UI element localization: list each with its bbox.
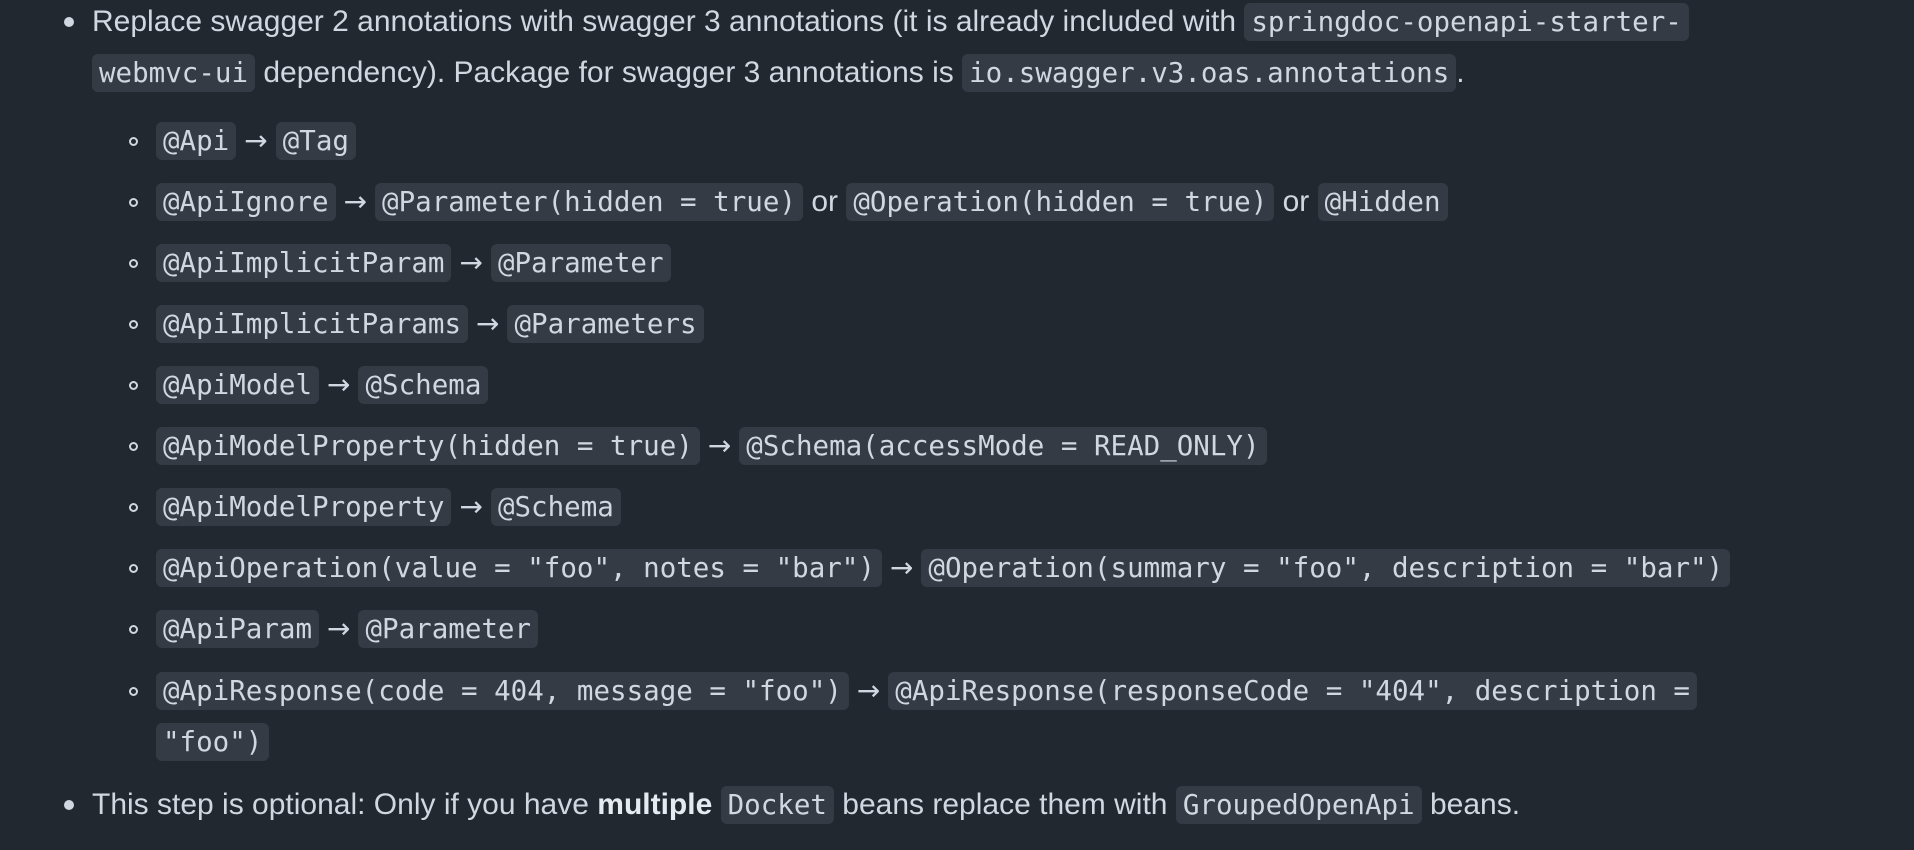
mapping-line: @ApiModelProperty(hidden = true)→@Schema… <box>156 424 1267 468</box>
from-annotation: @ApiResponse(code = 404, message = "foo"… <box>156 672 849 710</box>
arrow-icon: → <box>244 124 268 157</box>
text: dependency). Package for swagger 3 annot… <box>255 56 963 89</box>
arrow-icon: → <box>343 185 368 218</box>
sub-bullet-dot <box>129 198 138 207</box>
inline-code: webmvc-ui <box>92 54 256 92</box>
text <box>712 788 720 821</box>
sub-bullet-dot <box>129 503 138 512</box>
or-text: or <box>811 185 838 218</box>
paragraph-line: webmvc-ui dependency). Package for swagg… <box>92 51 1465 95</box>
sub-bullet-dot <box>129 625 138 634</box>
sub-bullet-dot <box>129 381 138 390</box>
to-annotation: @Parameter <box>358 610 539 648</box>
paragraph-line: This step is optional: Only if you have … <box>92 783 1520 827</box>
mapping-line: @ApiModel→@Schema <box>156 363 489 407</box>
mapping-line: @ApiModelProperty→@Schema <box>156 485 621 529</box>
to-annotation: @ApiResponse(responseCode = "404", descr… <box>888 672 1697 710</box>
sub-bullet-dot <box>129 320 138 329</box>
to-annotation: @Operation(summary = "foo", description … <box>921 549 1731 587</box>
sub-bullet-dot <box>129 564 138 573</box>
from-annotation: @ApiOperation(value = "foo", notes = "ba… <box>156 549 882 587</box>
text: Replace swagger 2 annotations with swagg… <box>92 5 1245 38</box>
arrow-icon: → <box>327 612 351 645</box>
inline-code: Docket <box>720 786 834 824</box>
to-annotation: @Schema <box>490 488 621 526</box>
sub-bullet-dot <box>129 687 138 696</box>
alt-annotation: @Hidden <box>1317 183 1448 221</box>
arrow-icon: → <box>889 551 914 584</box>
inline-code: springdoc-openapi-starter- <box>1244 3 1689 41</box>
inline-code: io.swagger.v3.oas.annotations <box>962 54 1457 92</box>
from-annotation: @ApiIgnore <box>156 183 336 221</box>
inline-code: GroupedOpenApi <box>1175 786 1422 824</box>
from-annotation: @ApiParam <box>156 610 320 648</box>
mapping-line: @Api→@Tag <box>156 119 356 163</box>
bold-text: multiple <box>597 788 713 821</box>
to-annotation: @Parameter <box>490 244 671 282</box>
arrow-icon: → <box>476 307 500 340</box>
to-annotation: @Parameters <box>507 305 704 343</box>
to-annotation: @Tag <box>275 122 356 160</box>
from-annotation: @ApiModelProperty(hidden = true) <box>156 427 700 465</box>
mapping-line: @ApiIgnore→@Parameter(hidden = true) or … <box>156 180 1448 224</box>
to-annotation: @Schema <box>358 366 489 404</box>
sub-bullet-dot <box>129 442 138 451</box>
mapping-line: @ApiParam→@Parameter <box>156 607 539 651</box>
text: beans replace them with <box>833 788 1176 821</box>
mapping-line: @ApiImplicitParam→@Parameter <box>156 241 671 285</box>
arrow-icon: → <box>459 490 483 523</box>
bullet-dot <box>64 800 74 810</box>
or-text: or <box>1282 185 1310 218</box>
from-annotation: @ApiImplicitParams <box>156 305 469 343</box>
sub-bullet-dot <box>129 259 138 268</box>
from-annotation: @ApiModel <box>156 366 320 404</box>
to-annotation: @Schema(accessMode = READ_ONLY) <box>739 427 1267 465</box>
bullet-dot <box>64 17 74 27</box>
from-annotation: @ApiImplicitParam <box>156 244 452 282</box>
from-annotation: @ApiModelProperty <box>156 488 452 526</box>
arrow-icon: → <box>707 429 732 462</box>
mapping-line: @ApiImplicitParams→@Parameters <box>156 302 704 346</box>
text: . <box>1456 56 1465 89</box>
text: beans. <box>1421 788 1521 821</box>
sub-bullet-dot <box>129 137 138 146</box>
mapping-line: @ApiResponse(code = 404, message = "foo"… <box>156 669 1697 713</box>
from-annotation: @Api <box>156 122 237 160</box>
arrow-icon: → <box>459 246 483 279</box>
arrow-icon: → <box>856 674 881 707</box>
text: This step is optional: Only if you have <box>92 788 598 821</box>
to-annotation: @Parameter(hidden = true) <box>375 183 803 221</box>
to-annotation-continued: "foo") <box>156 723 270 761</box>
arrow-icon: → <box>327 368 351 401</box>
mapping-line-continued: "foo") <box>156 720 270 764</box>
alt-annotation: @Operation(hidden = true) <box>846 183 1275 221</box>
mapping-line: @ApiOperation(value = "foo", notes = "ba… <box>156 546 1731 590</box>
paragraph-line: Replace swagger 2 annotations with swagg… <box>92 0 1689 44</box>
